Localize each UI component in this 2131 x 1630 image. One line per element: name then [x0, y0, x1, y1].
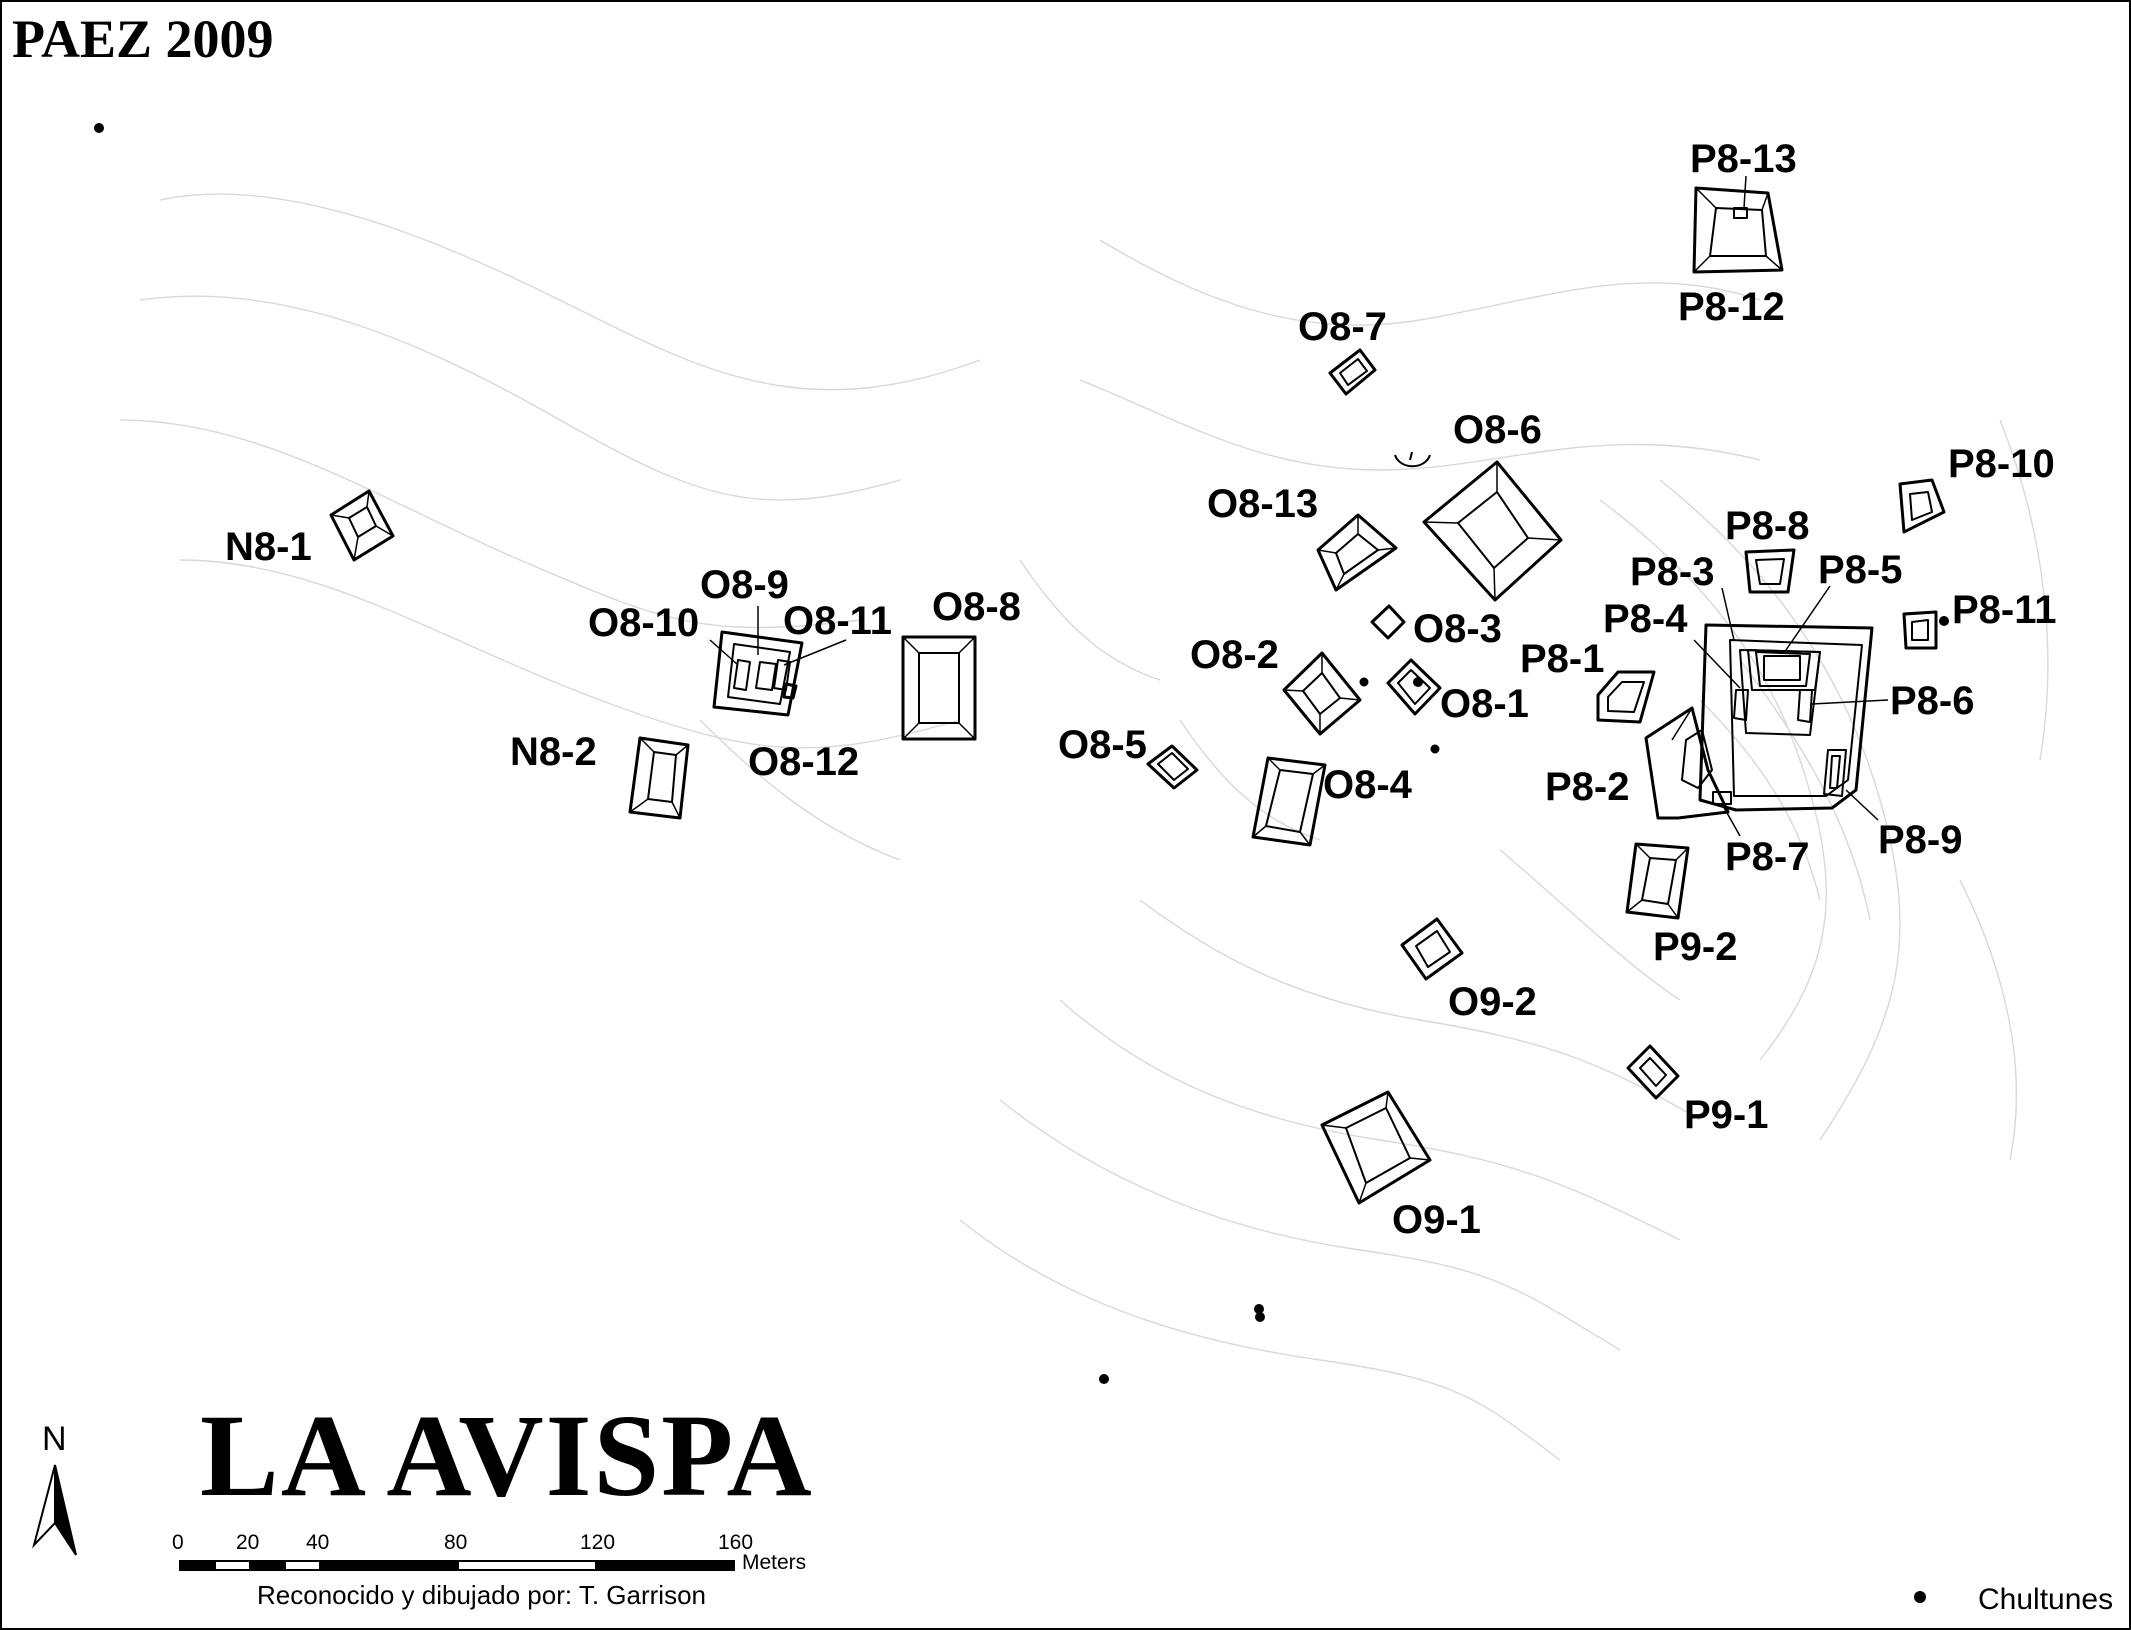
label-o8-6: O8-6 [1453, 408, 1542, 452]
terrain-mark [1394, 451, 1431, 468]
scale-tick-40: 40 [306, 1531, 329, 1554]
structure-p8-4[interactable] [1733, 689, 1749, 721]
label-o8-4: O8-4 [1323, 763, 1413, 807]
structure-o8-2[interactable] [1282, 651, 1362, 736]
structure-o8-12[interactable] [782, 682, 798, 700]
legend-label: Chultunes [1978, 1583, 2113, 1616]
label-p8-2: P8-2 [1545, 765, 1630, 809]
structure-n8-2[interactable] [628, 736, 690, 820]
scale-tick-80: 80 [444, 1531, 467, 1554]
label-o8-1: O8-1 [1440, 682, 1529, 726]
structure-o8-6[interactable] [1422, 460, 1563, 602]
structure-p8-2[interactable] [1644, 706, 1730, 820]
label-p9-1: P9-1 [1684, 1093, 1769, 1137]
label-o8-5: O8-5 [1058, 723, 1147, 767]
leader-o8-10 [709, 639, 739, 666]
label-o8-7: O8-7 [1298, 305, 1387, 349]
legend: Chultunes [1914, 1583, 2113, 1616]
structure-p8-12[interactable] [1692, 186, 1784, 274]
structure-n8-1[interactable] [329, 489, 395, 562]
label-p9-2: P9-2 [1653, 925, 1738, 969]
structure-p8-13[interactable] [1733, 207, 1748, 219]
label-o8-8: O8-8 [932, 585, 1021, 629]
leader-p8-5 [1785, 585, 1831, 651]
label-o8-2: O8-2 [1190, 633, 1279, 677]
label-p8-4: P8-4 [1603, 597, 1688, 641]
chultun-symbol [1914, 1591, 1926, 1603]
north-label: N [42, 1420, 67, 1458]
label-p8-13: P8-13 [1690, 137, 1797, 181]
leader-p8-6 [1811, 699, 1889, 705]
structure-p8-5[interactable] [1747, 649, 1821, 691]
scale-tick-120: 120 [580, 1531, 615, 1554]
structure-p8-11[interactable] [1902, 610, 1938, 650]
label-o8-9: O8-9 [700, 563, 789, 607]
scale-tick-20: 20 [236, 1531, 259, 1554]
leader-o8-11 [783, 639, 847, 666]
structure-p8-8[interactable] [1744, 548, 1796, 594]
label-p8-7: P8-7 [1725, 835, 1810, 879]
leader-p8-13 [1743, 175, 1747, 209]
contour-lines [119, 193, 2049, 1461]
structure-p8-1[interactable] [1596, 670, 1656, 724]
label-p8-9: P8-9 [1878, 818, 1963, 862]
label-p8-10: P8-10 [1948, 442, 2055, 486]
label-o8-11: O8-11 [783, 599, 892, 643]
structure-p8-9[interactable] [1823, 749, 1847, 797]
label-o9-2: O9-2 [1448, 980, 1537, 1024]
structure-p9-2[interactable] [1625, 842, 1690, 920]
credit-line: Reconocido y dibujado por: T. Garrison [257, 1580, 706, 1610]
label-p8-1: P8-1 [1520, 637, 1605, 681]
structure-o8-5[interactable] [1146, 744, 1199, 790]
label-p8-6: P8-6 [1890, 679, 1975, 723]
label-p8-12: P8-12 [1678, 285, 1785, 329]
label-o8-10: O8-10 [588, 601, 699, 645]
label-o9-1: O9-1 [1392, 1198, 1481, 1242]
scale-unit: Meters [742, 1551, 806, 1574]
label-p8-11: P8-11 [1952, 588, 2057, 632]
chultun-points [94, 123, 1949, 1384]
label-p8-8: P8-8 [1725, 504, 1810, 548]
label-n8-1: N8-1 [225, 525, 312, 569]
scale-tick-160: 160 [718, 1531, 753, 1554]
structure-o9-1[interactable] [1320, 1090, 1432, 1205]
structure-o8-4[interactable] [1251, 756, 1327, 847]
structure-p8-10[interactable] [1898, 478, 1946, 534]
site-title: LA AVISPA [200, 1390, 814, 1521]
scale-tick-0: 0 [172, 1531, 184, 1554]
leader-p8-7 [1721, 803, 1741, 837]
label-p8-3: P8-3 [1630, 550, 1715, 594]
structure-p8-6[interactable] [1797, 689, 1813, 723]
leader-p8-4 [1693, 639, 1741, 689]
structure-o8-9[interactable] [712, 630, 804, 717]
structure-o8-8[interactable] [901, 635, 977, 741]
leader-p8-3 [1721, 587, 1735, 641]
structure-o8-7[interactable] [1328, 348, 1377, 396]
scale-bar: 0 20 40 80 120 160 Meters [172, 1531, 806, 1574]
north-arrow: N [32, 1420, 77, 1556]
label-p8-5: P8-5 [1818, 548, 1903, 592]
label-o8-3: O8-3 [1413, 607, 1502, 651]
label-n8-2: N8-2 [510, 730, 597, 774]
structure-o8-13[interactable] [1316, 513, 1398, 592]
leader-p8-9 [1845, 789, 1879, 821]
label-o8-12: O8-12 [748, 740, 859, 784]
map-year-title: PAEZ 2009 [12, 9, 274, 69]
structure-o8-3[interactable] [1370, 604, 1406, 640]
label-o8-13: O8-13 [1207, 482, 1318, 526]
structure-p9-1[interactable] [1626, 1044, 1680, 1100]
structure-o8-1[interactable] [1386, 658, 1442, 716]
structure-o9-2[interactable] [1400, 917, 1464, 981]
